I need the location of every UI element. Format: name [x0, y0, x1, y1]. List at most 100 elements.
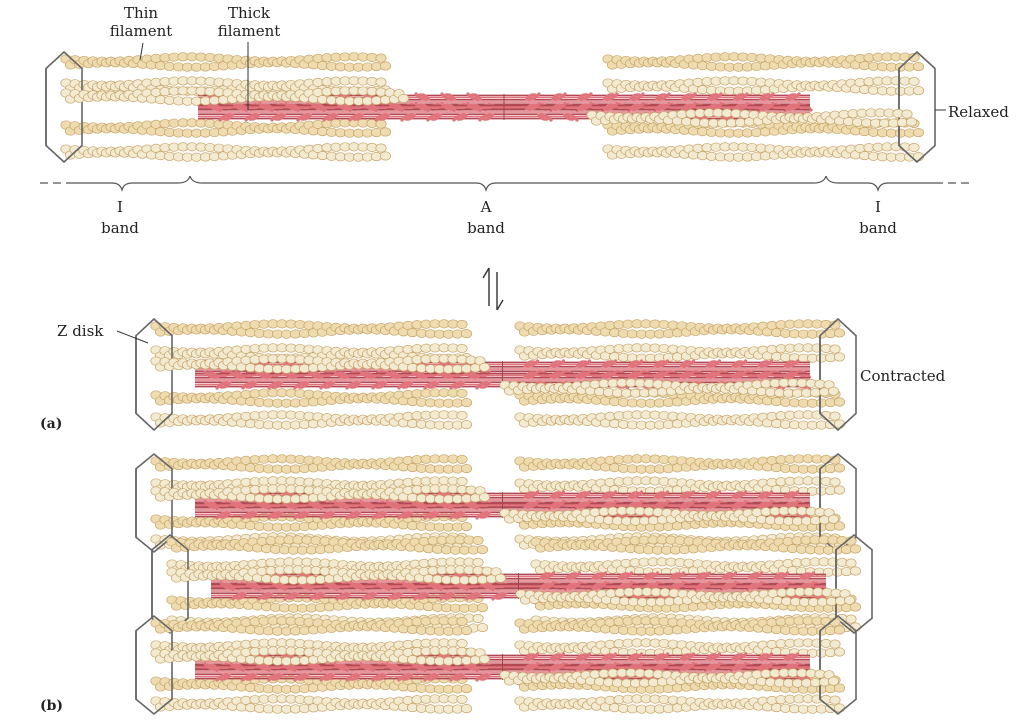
myosin-head: [388, 102, 405, 112]
myosin-head: [536, 112, 553, 122]
myosin-head: [575, 662, 592, 672]
a-band-label-line1: A: [480, 198, 492, 216]
myosin-head: [680, 102, 697, 112]
myosin-head: [602, 102, 619, 112]
myosin-head: [628, 102, 645, 112]
leader-lines: [116, 42, 946, 344]
myosin-head: [411, 662, 428, 672]
myosin-head: [475, 380, 492, 390]
myosin-head: [241, 510, 258, 520]
myosin-head: [783, 359, 800, 369]
myosin-head: [523, 490, 540, 500]
myosin-head: [783, 370, 800, 380]
thin-filament: [150, 616, 473, 636]
myosin-head: [758, 102, 775, 112]
myosin-head: [267, 672, 284, 682]
myosin-head: [731, 490, 748, 500]
myosin-head: [695, 571, 712, 581]
myosin-head: [362, 102, 379, 112]
myosin-head: [705, 662, 722, 672]
myosin-head: [203, 662, 220, 672]
myosin-head: [232, 102, 249, 112]
myosin-head: [653, 500, 670, 510]
myosin-head: [705, 500, 722, 510]
myosin-head: [627, 652, 644, 662]
myosin-head: [550, 92, 567, 102]
myosin-head: [333, 370, 350, 380]
thin-filament: [514, 638, 846, 658]
thin-filament: [514, 410, 846, 430]
myosin-head: [680, 92, 697, 102]
myosin-head: [679, 490, 696, 500]
myosin-head: [345, 510, 362, 520]
myosin-head: [601, 359, 618, 369]
myosin-head: [575, 652, 592, 662]
thin-filament: [166, 535, 489, 555]
relaxed-sarcomere: [45, 50, 936, 164]
myosin-head: [549, 652, 566, 662]
thin-filament: [60, 86, 410, 106]
myosin-head: [799, 571, 816, 581]
myosin-head: [523, 359, 540, 369]
myosin-head: [449, 510, 466, 520]
equilibrium-arrows-icon: [482, 267, 504, 311]
myosin-head: [281, 370, 298, 380]
z-disk: [819, 317, 857, 432]
myosin-head: [307, 370, 324, 380]
thin-filament: [514, 319, 846, 339]
thin-filament: [514, 616, 846, 636]
i-band-left-label-line1: I: [117, 198, 123, 216]
thin-filament: [499, 668, 840, 688]
myosin-head: [231, 591, 248, 601]
myosin-head: [241, 672, 258, 682]
myosin-head: [705, 490, 722, 500]
myosin-head: [361, 591, 378, 601]
myosin-head: [203, 500, 220, 510]
myosin-head: [757, 359, 774, 369]
myosin-head: [463, 500, 480, 510]
myosin-head: [539, 571, 556, 581]
panel-a-label: (a): [40, 416, 62, 432]
thin-filament: [499, 506, 840, 526]
i-band-right-label-line1: I: [875, 198, 881, 216]
myosin-head: [215, 380, 232, 390]
thin-filament: [514, 343, 846, 363]
myosin-head: [679, 359, 696, 369]
myosin-head: [336, 102, 353, 112]
myosin-head: [757, 652, 774, 662]
myosin-head: [385, 370, 402, 380]
myosin-head: [465, 591, 482, 601]
myosin-head: [491, 591, 508, 601]
myosin-head: [440, 102, 457, 112]
thin-filament: [586, 108, 918, 128]
myosin-head: [411, 370, 428, 380]
myosin-head: [731, 370, 748, 380]
thin-filament: [150, 512, 473, 532]
thin-filament: [60, 52, 392, 72]
myosin-head: [375, 581, 392, 591]
myosin-head: [203, 370, 220, 380]
myosin-head: [591, 571, 608, 581]
myosin-head: [628, 92, 645, 102]
myosin-head: [679, 652, 696, 662]
thin-filament: [602, 52, 925, 72]
myosin-head: [440, 92, 457, 102]
myosin-head: [449, 672, 466, 682]
myosin-head: [627, 359, 644, 369]
myosin-head: [549, 490, 566, 500]
myosin-head: [307, 662, 324, 672]
myosin-head: [479, 581, 496, 591]
myosin-head: [255, 662, 272, 672]
myosin-head: [601, 490, 618, 500]
myosin-head: [333, 500, 350, 510]
myosin-head: [385, 662, 402, 672]
myosin-head: [617, 571, 634, 581]
thin-filament: [150, 354, 491, 374]
z-disk: [135, 614, 173, 716]
myosin-head: [757, 662, 774, 672]
myosin-head: [601, 370, 618, 380]
myosin-head: [653, 359, 670, 369]
myosin-head: [732, 92, 749, 102]
myosin-head: [679, 662, 696, 672]
myosin-head: [705, 652, 722, 662]
